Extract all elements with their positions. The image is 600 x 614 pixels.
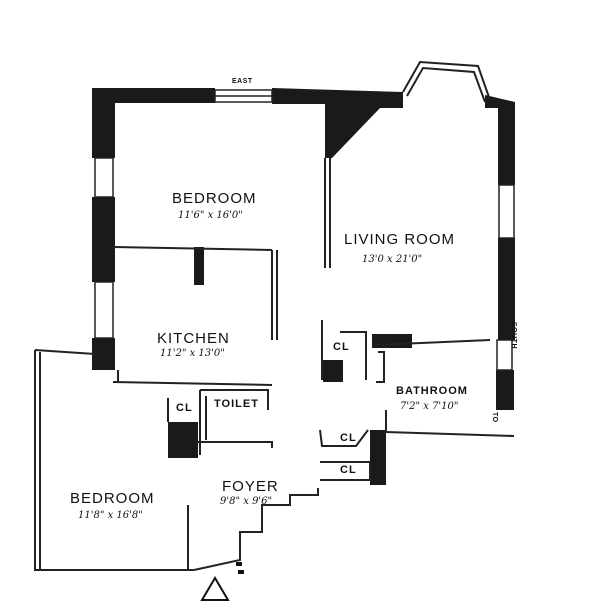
windows: [94, 89, 515, 371]
compass-east: EAST: [232, 78, 253, 85]
interior-walls: [34, 158, 515, 571]
column-foyer-right: [370, 430, 386, 485]
room-bedroom-top-name: BEDROOM: [172, 190, 257, 207]
closet-label-living: CL: [333, 341, 350, 353]
room-bathroom-dims: 7'2" x 7'10": [400, 401, 459, 412]
entry-steps: [236, 562, 244, 574]
compass-south: SOUTH: [510, 322, 517, 349]
label-to: TO: [491, 412, 498, 423]
wall-right-lower: [496, 370, 514, 410]
entry-arrow-icon: [200, 576, 230, 601]
bay-window: [402, 60, 491, 103]
column-closet: [323, 360, 343, 382]
room-living-dims: 13'0 x 21'0": [362, 254, 423, 265]
closet-label-foyer-1: CL: [340, 432, 357, 444]
room-toilet-name: TOILET: [214, 398, 259, 410]
wall-left-upper: [92, 110, 115, 158]
column-kitchen: [194, 247, 204, 285]
window-right-1: [498, 184, 515, 239]
wall-left-lower: [92, 338, 115, 370]
wall-right-upper: [485, 95, 515, 185]
closet-label-toilet: CL: [176, 402, 193, 414]
room-bathroom-name: BATHROOM: [396, 385, 468, 397]
window-left-1: [94, 157, 114, 198]
room-living-name: LIVING ROOM: [344, 231, 456, 248]
wall-top-middle: [272, 88, 403, 158]
wall-left-mid: [92, 197, 115, 282]
room-foyer-dims: 9'8" x 9'6": [220, 496, 273, 507]
wall-right-mid: [498, 238, 515, 340]
window-right-2: [496, 339, 513, 371]
wall-top-left: [92, 88, 215, 110]
room-bedroom-top-dims: 11'6" x 16'0": [178, 210, 243, 221]
room-foyer-name: FOYER: [222, 478, 279, 495]
room-bedroom-bottom-dims: 11'8" x 16'8": [78, 510, 143, 521]
room-kitchen-dims: 11'2" x 13'0": [160, 348, 225, 359]
room-bedroom-bottom-name: BEDROOM: [70, 490, 155, 507]
column-bath: [372, 334, 412, 348]
column-toilet: [168, 422, 198, 458]
closet-label-foyer-2: CL: [340, 464, 357, 476]
room-kitchen-name: KITCHEN: [157, 330, 230, 347]
exterior-walls: [92, 88, 515, 485]
window-left-2: [94, 281, 114, 339]
